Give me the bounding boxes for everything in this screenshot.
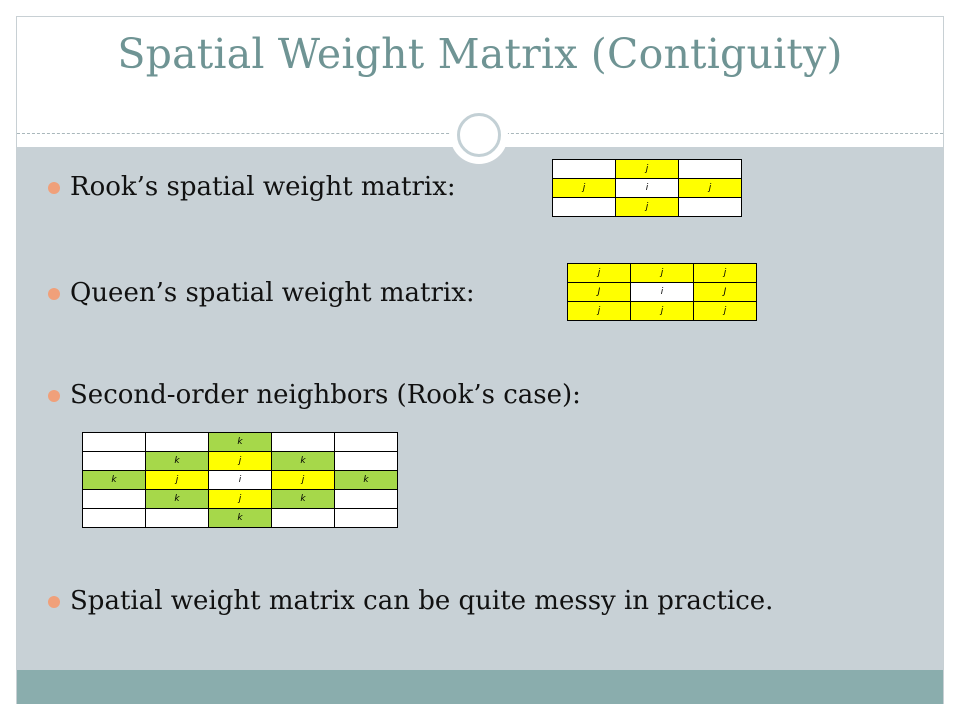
grid-cell: k: [271, 489, 335, 509]
grid-cell: [145, 432, 209, 452]
grid-cell: j: [693, 301, 757, 321]
grid-cell: [82, 489, 146, 509]
grid-cell: j: [208, 489, 272, 509]
content-area: [17, 147, 943, 670]
bullet-dot-icon: [48, 182, 60, 194]
grid-cell: j: [678, 178, 742, 198]
grid-cell: J: [567, 282, 631, 302]
grid-cell: j: [630, 263, 694, 283]
grid-cell: [552, 197, 616, 217]
grid-cell: j: [271, 470, 335, 490]
grid-cell: j: [630, 301, 694, 321]
grid-cell: J: [693, 282, 757, 302]
grid-cell: k: [271, 451, 335, 471]
grid-cell: [334, 508, 398, 528]
slide-title: Spatial Weight Matrix (Contiguity): [117, 30, 843, 78]
grid-cell: k: [208, 432, 272, 452]
bullet-text: Second-order neighbors (Rook’s case):: [70, 380, 581, 410]
grid-cell: [334, 451, 398, 471]
grid-cell: i: [615, 178, 679, 198]
divider-ring-icon: [457, 113, 501, 157]
grid-cell: i: [208, 470, 272, 490]
grid-cell: [334, 432, 398, 452]
grid-cell: [678, 197, 742, 217]
bullet-text: Queen’s spatial weight matrix:: [70, 278, 475, 308]
grid-cell: [82, 508, 146, 528]
grid-cell: [678, 159, 742, 179]
bullet-dot-icon: [48, 288, 60, 300]
footer-bar: [17, 670, 943, 704]
grid-cell: [145, 508, 209, 528]
grid-cell: [271, 508, 335, 528]
grid-cell: [82, 432, 146, 452]
grid-cell: k: [334, 470, 398, 490]
grid-cell: j: [567, 301, 631, 321]
grid-cell: k: [82, 470, 146, 490]
grid-cell: j: [567, 263, 631, 283]
bullet-text: Spatial weight matrix can be quite messy…: [70, 586, 774, 616]
grid-cell: j: [693, 263, 757, 283]
bullet-text: Rook’s spatial weight matrix:: [70, 172, 456, 202]
grid-cell: k: [145, 489, 209, 509]
grid-row: j: [552, 159, 742, 179]
grid-cell: [271, 432, 335, 452]
bullet-dot-icon: [48, 390, 60, 402]
grid-cell: [82, 451, 146, 471]
grid-cell: j: [615, 197, 679, 217]
grid-cell: [552, 159, 616, 179]
bullet-dot-icon: [48, 596, 60, 608]
grid-cell: i: [630, 282, 694, 302]
grid-row: j: [552, 197, 742, 217]
grid-cell: j: [208, 451, 272, 471]
grid-cell: j: [145, 470, 209, 490]
grid-cell: k: [208, 508, 272, 528]
grid-cell: [334, 489, 398, 509]
grid-row: k: [82, 508, 398, 528]
grid-cell: k: [145, 451, 209, 471]
grid-row: k: [82, 432, 398, 452]
grid-cell: j: [615, 159, 679, 179]
grid-cell: j: [552, 178, 616, 198]
